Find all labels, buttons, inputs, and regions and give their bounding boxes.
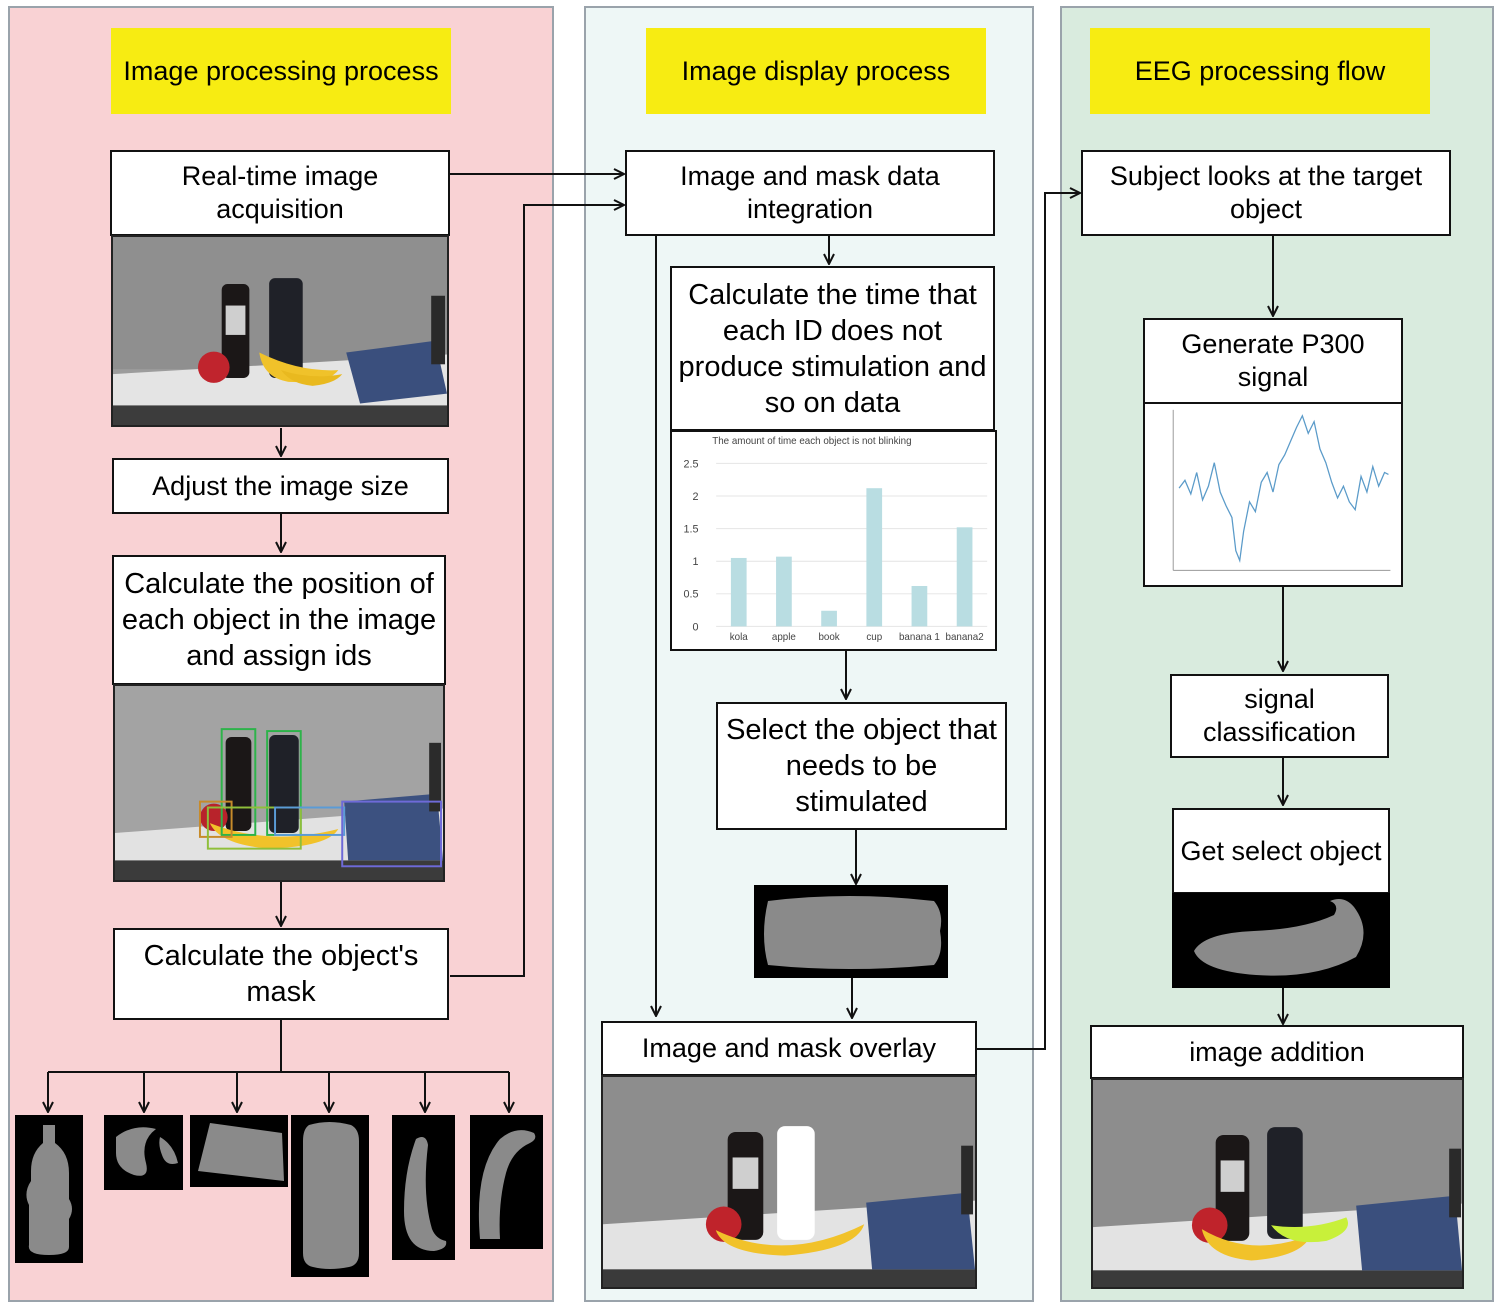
header-eeg-processing: EEG processing flow [1090,28,1430,114]
chart-xtick-label: banana 1 [899,632,940,643]
step-generate-p300: Generate P300 signal [1143,318,1403,404]
mask-book [190,1115,288,1187]
chart-title: The amount of time each object is not bl… [712,436,911,447]
header-image-processing: Image processing process [111,28,451,114]
chart-xtick-label: banana2 [946,632,984,643]
step-calc-mask: Calculate the object's mask [113,928,449,1020]
step-realtime-acquisition: Real-time image acquisition [110,150,450,236]
chart-bar-apple [776,556,792,627]
mask-kola [15,1115,83,1263]
chart-xtick-label: kola [730,632,749,643]
chart-ytick-label: 1 [692,556,698,568]
chart-bar-cup [866,488,883,627]
chart-ytick-label: 0.5 [683,589,698,601]
step-select-object: Select the object that needs to be stimu… [716,702,1007,830]
step-image-addition: image addition [1090,1025,1464,1079]
mask-apple [104,1115,183,1190]
photo-addition-result [1091,1078,1464,1289]
chart-xtick-label: cup [866,632,882,643]
step-get-select-object: Get select object [1172,808,1390,894]
mask-banana-2 [470,1115,543,1249]
photo-scene-detected [113,684,445,882]
step-adjust-size: Adjust the image size [112,458,449,514]
chart-ytick-label: 0 [692,621,698,633]
step-calc-position: Calculate the position of each object in… [112,555,446,685]
photo-overlay-result [601,1075,977,1289]
chart-not-blinking-time: The amount of time each object is not bl… [670,430,997,651]
photo-scene-original [111,235,449,427]
header-image-display: Image display process [646,28,986,114]
chart-ytick-label: 1.5 [683,524,698,536]
step-calc-time: Calculate the time that each ID does not… [670,266,995,431]
mask-cup [291,1115,369,1277]
p300-signal-plot [1143,402,1403,587]
chart-ytick-label: 2 [692,491,698,503]
chart-bar-kola [730,557,747,627]
step-signal-classification: signal classification [1170,674,1389,758]
chart-bar-banana-1 [911,585,928,627]
chart-xtick-label: apple [772,632,797,643]
chart-bar-banana2 [956,527,973,627]
mask-selected-banana [1172,893,1390,988]
chart-ytick-label: 2.5 [683,458,698,470]
step-subject-looks: Subject looks at the target object [1081,150,1451,236]
bar-chart-svg: The amount of time each object is not bl… [683,436,988,643]
chart-xtick-label: book [818,632,839,643]
step-mask-overlay: Image and mask overlay [601,1021,977,1076]
step-data-integration: Image and mask data integration [625,150,995,236]
mask-banana-1 [392,1115,455,1260]
chart-bar-book [821,610,837,627]
mask-selected-cup [754,885,948,978]
